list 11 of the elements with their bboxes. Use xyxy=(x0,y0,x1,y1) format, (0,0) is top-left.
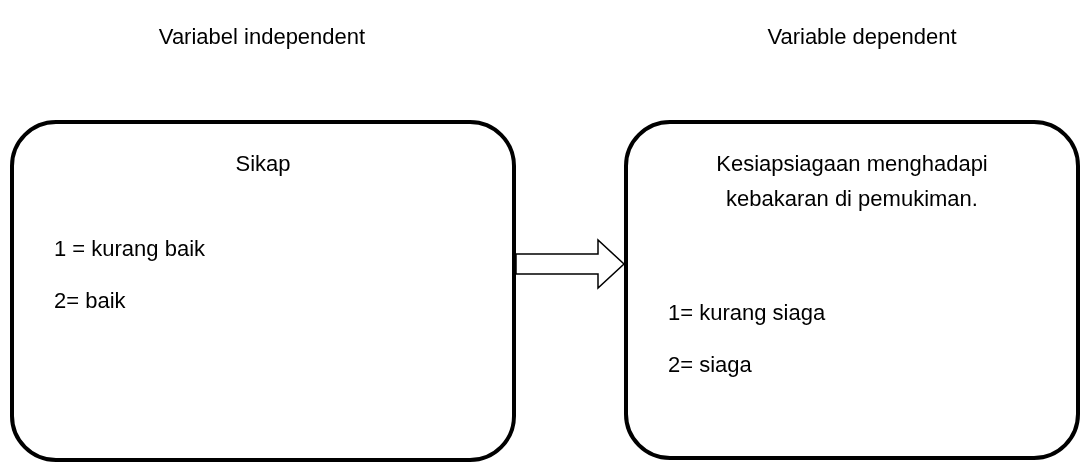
variable-box xyxy=(624,120,1080,460)
category-item: 2= siaga xyxy=(668,351,752,379)
category-item: 1 = kurang baik xyxy=(54,235,206,263)
variable-title: Sikap xyxy=(234,150,292,178)
variable-title: Kesiapsiagaan menghadapi kebakaran di pemukiman. xyxy=(715,150,989,213)
block-arrow xyxy=(515,238,626,290)
column-heading: Variabel independent xyxy=(158,23,366,51)
category-item: 2= baik xyxy=(54,287,126,315)
column-heading: Variable dependent xyxy=(767,23,957,51)
category-item: 1= kurang siaga xyxy=(668,299,826,327)
variable-box xyxy=(10,120,516,462)
